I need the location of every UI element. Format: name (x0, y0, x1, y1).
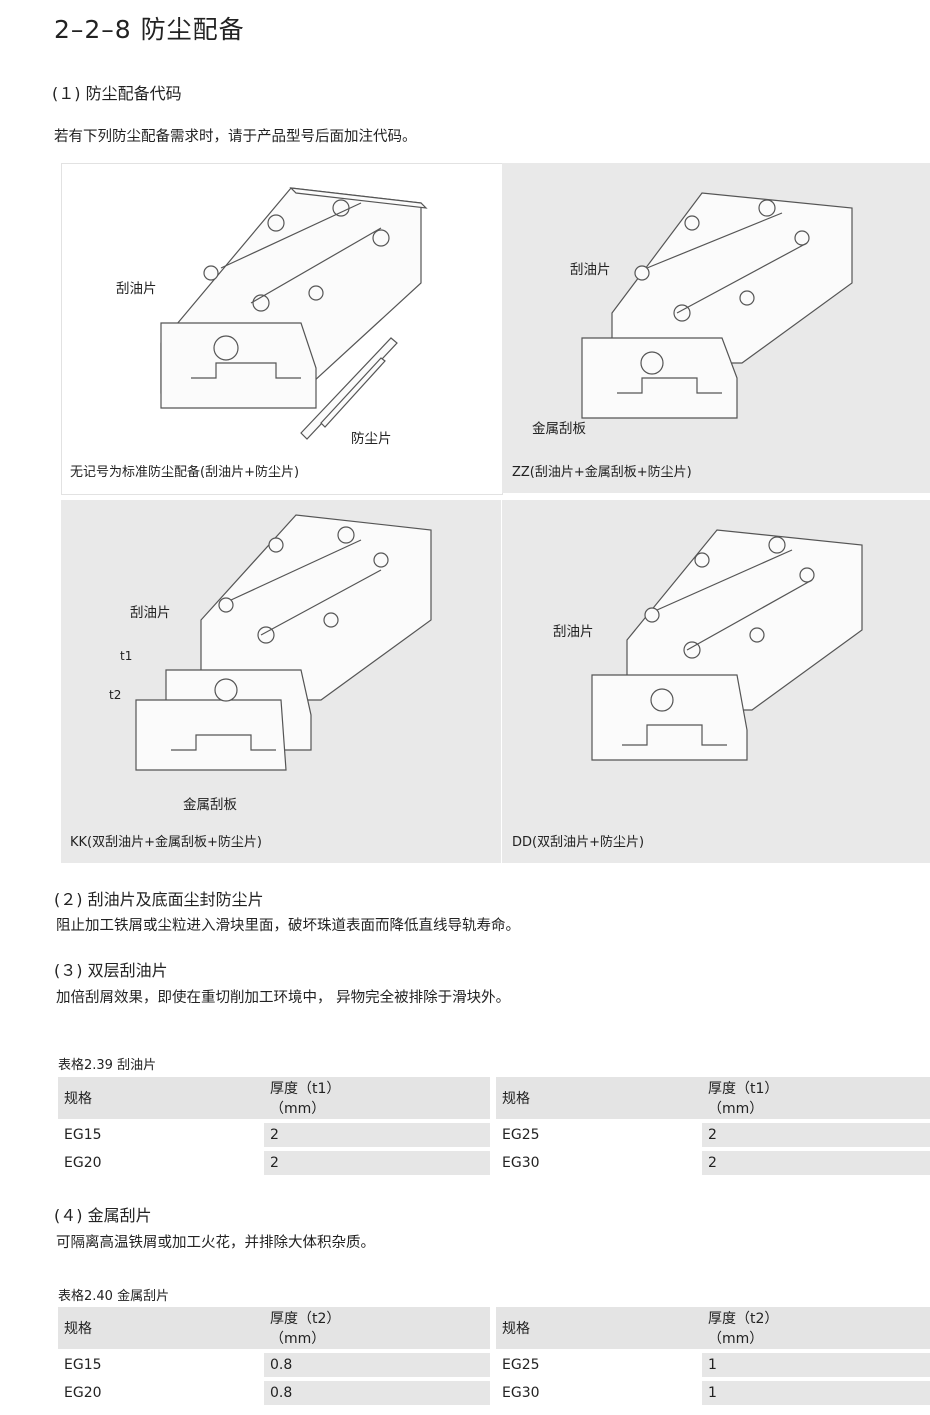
label-dust-seal: 防尘片 (351, 431, 392, 447)
slider-block-zz-drawing (581, 192, 853, 419)
label-wiper-zz: 刮油片 (570, 262, 611, 278)
label-t2: t2 (109, 688, 122, 702)
table-header-spec: 规格 (496, 1307, 702, 1349)
sub4-title: (４) 金属刮片 (54, 1206, 152, 1225)
label-t1: t1 (120, 649, 133, 663)
label-wiper-dd: 刮油片 (553, 624, 594, 640)
label-metal-scraper-kk: 金属刮板 (183, 797, 237, 813)
sub3-title: (３) 双层刮油片 (54, 961, 168, 980)
table-header-thickness: 厚度（t1）（mm） (702, 1077, 930, 1119)
table-header-spec: 规格 (58, 1077, 264, 1119)
label-metal-scraper-zz: 金属刮板 (532, 421, 586, 437)
caption-standard: 无记号为标准防尘配备(刮油片+防尘片) (70, 465, 300, 480)
sub1-text: 若有下列防尘配备需求时，请于产品型号后面加注代码。 (54, 129, 417, 145)
table-header-spec: 规格 (58, 1307, 264, 1349)
table1-caption: 表格2.39 刮油片 (58, 1058, 157, 1073)
slider-block-standard-drawing (160, 187, 428, 440)
sub1-title: (１) 防尘配备代码 (52, 84, 182, 103)
caption-kk: KK(双刮油片+金属刮板+防尘片) (70, 835, 262, 850)
slider-block-kk-drawing (135, 514, 432, 771)
slider-block-dd-drawing (591, 529, 863, 761)
sub2-title: (２) 刮油片及底面尘封防尘片 (54, 890, 264, 909)
table-header-thickness: 厚度（t1）（mm） (264, 1077, 490, 1119)
table-header-thickness: 厚度（t2）（mm） (702, 1307, 930, 1349)
sub3-text: 加倍刮屑效果，即使在重切削加工环境中， 异物完全被排除于滑块外。 (56, 990, 511, 1006)
label-wiper: 刮油片 (116, 281, 157, 297)
table-header-thickness: 厚度（t2）（mm） (264, 1307, 490, 1349)
sub4-text: 可隔离高温铁屑或加工火花，并排除大体积杂质。 (56, 1235, 375, 1251)
caption-zz: ZZ(刮油片+金属刮板+防尘片) (512, 465, 692, 480)
caption-dd: DD(双刮油片+防尘片) (512, 835, 645, 850)
table-header-spec: 规格 (496, 1077, 702, 1119)
table2-caption: 表格2.40 金属刮片 (58, 1289, 170, 1304)
section-title: 2–2–8 防尘配备 (54, 15, 245, 44)
label-wiper-kk: 刮油片 (130, 605, 171, 621)
sub2-text: 阻止加工铁屑或尘粒进入滑块里面，破坏珠道表面而降低直线导轨寿命。 (56, 918, 520, 934)
